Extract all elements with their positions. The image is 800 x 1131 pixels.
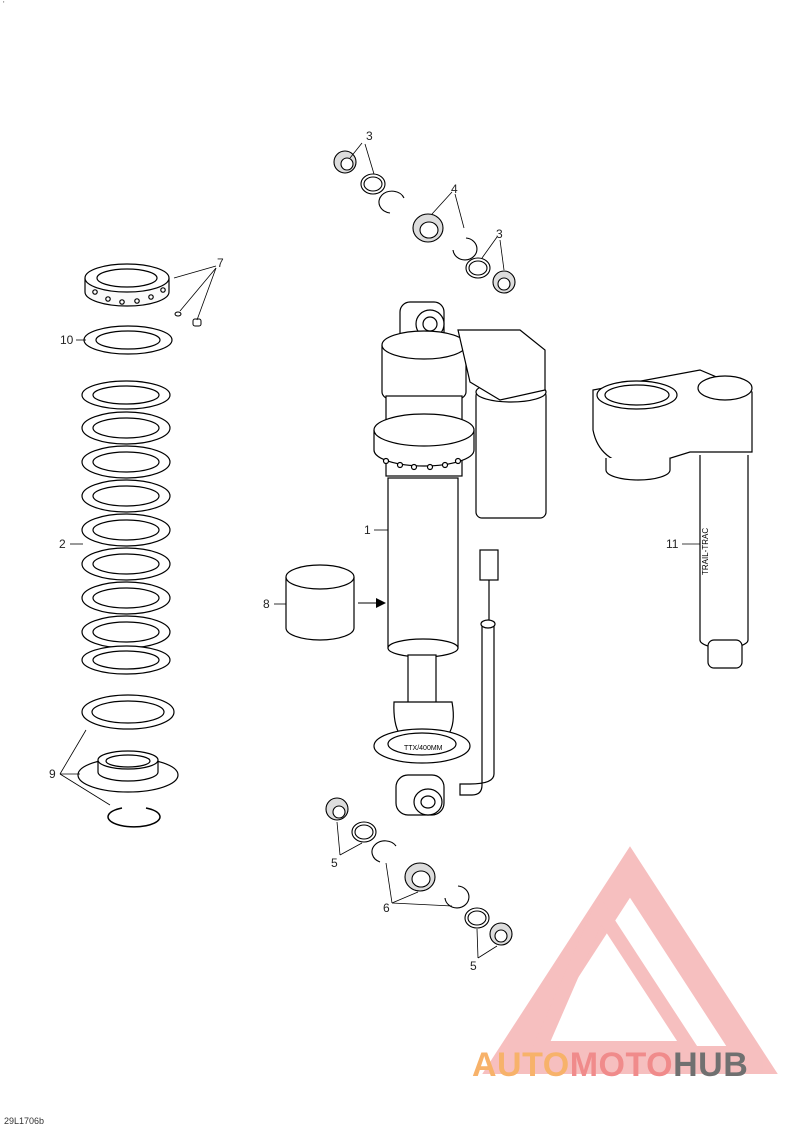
spring-washer-top [83,325,173,355]
callout-10: 10 [60,333,74,347]
coil-spring [81,380,171,675]
bottom-bushing-set [325,797,513,946]
callout-5-right: 5 [470,959,477,973]
callout-7: 7 [217,256,224,270]
watermark-part2: MOTO [569,1046,674,1084]
callout-4: 4 [451,182,458,196]
circlip [107,807,161,828]
callout-3-right: 3 [496,227,503,241]
watermark-text: AUTOMOTOHUB [472,1046,748,1085]
drawing-code: 29L1706b [4,1116,45,1126]
arrow-indicator [358,598,386,608]
leader-lines [59,142,700,959]
callout-9: 9 [49,767,56,781]
watermark-logo [482,846,778,1074]
corner-mark: ' [3,0,5,9]
adjuster-collar [84,263,170,307]
callout-2: 2 [59,537,66,551]
watermark-part1: AUTO [472,1046,570,1084]
shock-marking: TTX/400MM [404,745,443,752]
top-bushing-set [333,150,516,294]
cylinder-sleeve [285,564,355,641]
spring-seat [77,750,179,793]
callout-8: 8 [263,597,270,611]
callout-11: 11 [666,537,679,551]
callout-5-left: 5 [331,856,338,870]
remote-reservoir [592,369,753,669]
shock-absorber [373,301,547,816]
spring-washer-bottom [81,694,175,730]
reservoir-marking: TRAIL-TRAC [701,528,710,575]
callout-1: 1 [364,523,371,537]
callout-6: 6 [383,901,390,915]
set-screws [174,311,202,327]
watermark-part3: HUB [673,1046,749,1084]
callout-3-top: 3 [366,129,373,143]
